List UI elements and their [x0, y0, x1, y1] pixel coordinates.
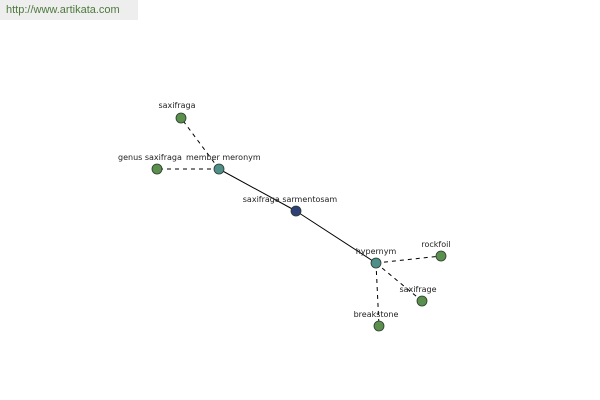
node-label-genus-saxifraga[interactable]: genus saxifraga: [118, 153, 182, 162]
node-label-center[interactable]: saxifraga sarmentosam: [243, 195, 338, 204]
node-member-meronym[interactable]: [213, 163, 225, 175]
header-bar: http://www.artikata.com: [0, 0, 138, 20]
nodes-layer: [151, 112, 447, 332]
node-rockfoil[interactable]: [435, 250, 447, 262]
edge-center-hypernym: [295, 210, 377, 264]
edge-center-member-meronym: [218, 168, 297, 212]
node-breakstone[interactable]: [373, 320, 385, 332]
node-hypernym[interactable]: [370, 257, 382, 269]
edges-layer: [157, 117, 442, 327]
labels-layer: saxifraga genus saxifraga member meronym sa…: [118, 101, 451, 319]
node-label-saxifrage[interactable]: saxifrage: [399, 285, 436, 294]
node-label-breakstone[interactable]: breakstone: [354, 310, 399, 319]
site-url-link[interactable]: http://www.artikata.com: [6, 4, 120, 16]
edge-hypernym-breakstone: [375, 262, 380, 327]
node-genus-saxifraga[interactable]: [151, 163, 163, 175]
node-label-member-meronym[interactable]: member meronym: [186, 153, 261, 162]
node-label-hypernym[interactable]: hypernym: [356, 247, 397, 256]
edge-hypernym-saxifrage: [375, 262, 423, 302]
node-saxifraga[interactable]: [175, 112, 187, 124]
edge-member-meronym-saxifraga: [180, 117, 220, 170]
node-saxifrage[interactable]: [416, 295, 428, 307]
node-center[interactable]: [290, 205, 302, 217]
node-label-rockfoil[interactable]: rockfoil: [421, 240, 450, 249]
node-label-saxifraga[interactable]: saxifraga: [158, 101, 195, 110]
edge-hypernym-rockfoil: [375, 255, 442, 264]
